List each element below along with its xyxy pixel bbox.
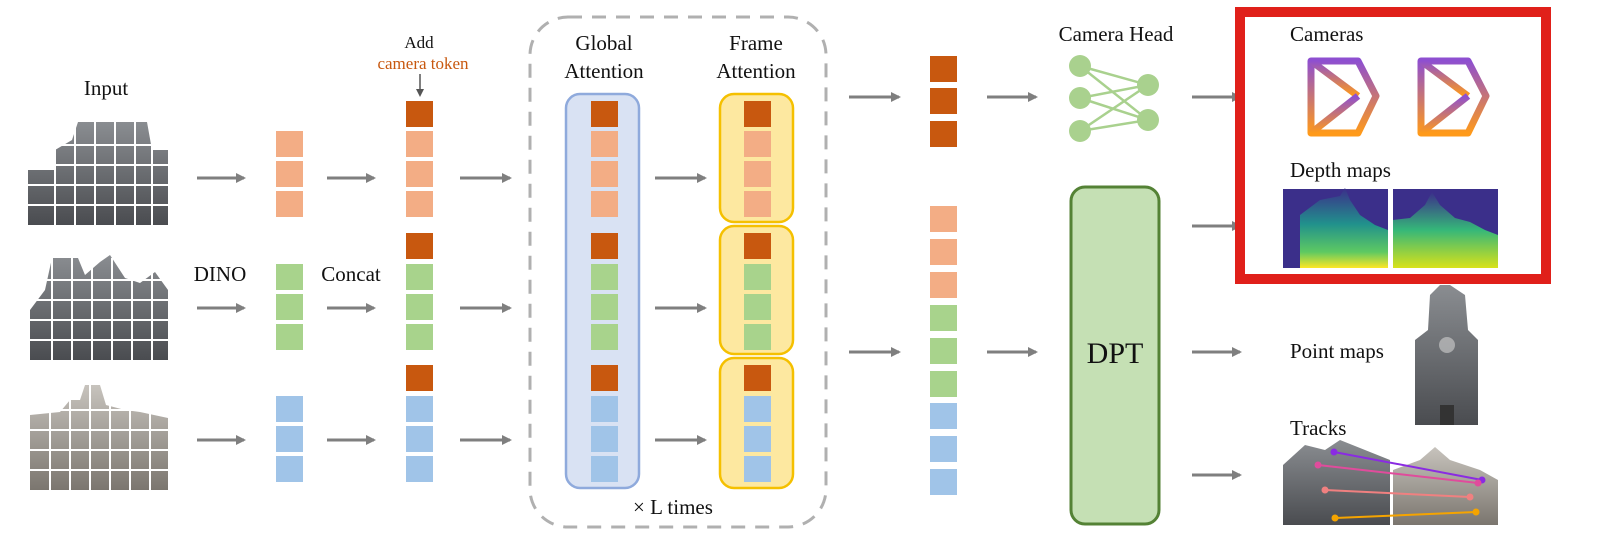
global-label-line2: Attention bbox=[564, 59, 644, 83]
dpt-label: DPT bbox=[1086, 337, 1144, 370]
arrows-global-to-frame bbox=[655, 173, 707, 445]
arrows-into-transformer bbox=[460, 173, 512, 445]
depth-map-image-2 bbox=[1393, 189, 1498, 268]
tracks-label: Tracks bbox=[1290, 416, 1347, 440]
frame-attention-boxes bbox=[718, 92, 795, 490]
depth-map-image-1 bbox=[1283, 188, 1388, 268]
point-maps-label: Point maps bbox=[1290, 339, 1384, 363]
arrows-to-outputs bbox=[1192, 92, 1242, 480]
input-image-2 bbox=[30, 255, 168, 360]
frame-attention-tokens bbox=[744, 101, 771, 482]
global-label-line1: Global bbox=[575, 31, 633, 55]
concat-tokens-frame2 bbox=[406, 233, 433, 350]
dino-tokens-frame2 bbox=[276, 264, 303, 350]
transformer-block bbox=[528, 15, 828, 529]
input-image-3 bbox=[30, 385, 168, 490]
input-label: Input bbox=[83, 76, 129, 100]
arrows-out-of-transformer bbox=[849, 92, 901, 357]
times-symbol: × bbox=[633, 495, 645, 519]
dino-label: DINO bbox=[193, 262, 247, 286]
output-image-tokens bbox=[930, 206, 957, 495]
global-attention-box bbox=[564, 92, 641, 490]
cameras-label: Cameras bbox=[1290, 22, 1364, 46]
camera-head-label: Camera Head bbox=[1058, 22, 1174, 46]
camera-frustum-icon-2 bbox=[1417, 57, 1490, 137]
arrows-dino bbox=[197, 173, 246, 445]
times-label: × L times bbox=[633, 495, 713, 520]
concat-tokens-frame3 bbox=[406, 365, 433, 482]
add-label: Add bbox=[404, 33, 434, 52]
camera-token-label: camera token bbox=[377, 54, 469, 73]
frame-label-line1: Frame bbox=[729, 31, 783, 55]
frame-label-line2: Attention bbox=[716, 59, 796, 83]
output-camera-tokens bbox=[930, 56, 957, 147]
concat-label: Concat bbox=[321, 262, 381, 286]
depth-maps-label: Depth maps bbox=[1290, 158, 1391, 182]
dpt-box bbox=[1069, 185, 1161, 526]
concat-tokens-frame1 bbox=[406, 101, 433, 217]
tracks-image bbox=[1283, 440, 1498, 525]
camera-frustum-icon bbox=[1307, 57, 1380, 137]
global-attention-tokens bbox=[591, 101, 618, 482]
dino-tokens-frame1 bbox=[276, 131, 303, 217]
dino-tokens-frame3 bbox=[276, 396, 303, 482]
point-map-image bbox=[1415, 285, 1478, 425]
input-image-1 bbox=[28, 122, 168, 225]
arrows-concat bbox=[327, 173, 376, 445]
times-var: L bbox=[650, 495, 663, 519]
arrows-to-heads bbox=[987, 92, 1038, 357]
camera-head-network-icon bbox=[1069, 55, 1159, 142]
highlight-box bbox=[1235, 7, 1551, 284]
times-suffix: times bbox=[667, 495, 713, 519]
